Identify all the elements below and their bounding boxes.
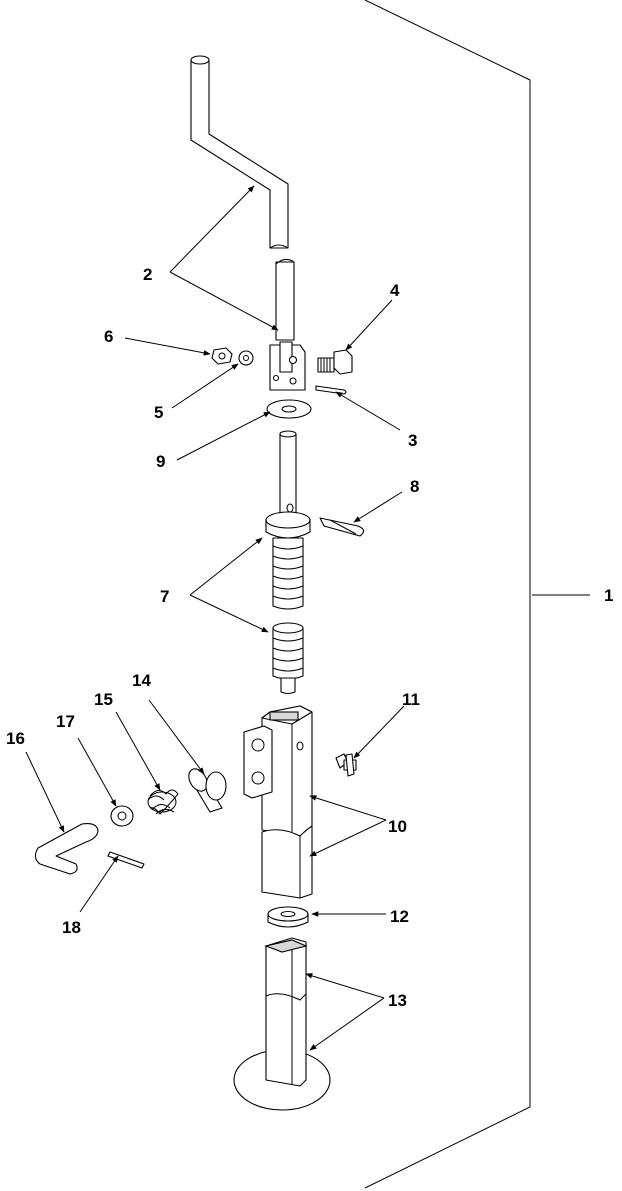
cotter-pin-lower [319,517,365,537]
roll-pin [107,851,145,869]
callout-16: 16 [6,729,25,748]
callout-11: 11 [402,690,420,709]
callout-14: 14 [132,671,151,690]
l-pin [34,823,99,875]
clevis-coupling [269,341,306,391]
flat-washer [266,399,312,419]
callout-18: 18 [62,918,81,937]
thrust-washer [267,906,309,928]
callout-8: 8 [410,477,419,496]
callout-4: 4 [390,281,400,300]
assembly-boundary-line [364,0,531,1189]
callout-9: 9 [156,452,165,471]
callout-13: 13 [388,991,407,1010]
crank-handle [190,55,295,341]
callout-15: 15 [94,690,113,709]
leader-lines [25,185,590,1051]
cotter-pin-upper [315,385,347,395]
hex-nut [211,347,233,365]
callout-12: 12 [390,907,409,926]
callout-17: 17 [56,712,75,731]
callout-6: 6 [104,327,113,346]
screw-shaft [265,430,311,695]
outer-tube [243,705,313,899]
inner-leg-and-foot [233,937,331,1111]
thumb-screw [335,753,357,777]
callout-2: 2 [143,265,152,284]
small-washer [110,805,134,827]
hex-bolt [317,349,353,375]
callout-7: 7 [160,587,169,606]
compression-spring [147,789,179,815]
lock-washer [238,350,254,366]
callout-1: 1 [604,586,613,605]
callout-5: 5 [154,403,163,422]
callout-10: 10 [388,817,407,836]
bushing [188,768,227,813]
callout-3: 3 [408,431,417,450]
